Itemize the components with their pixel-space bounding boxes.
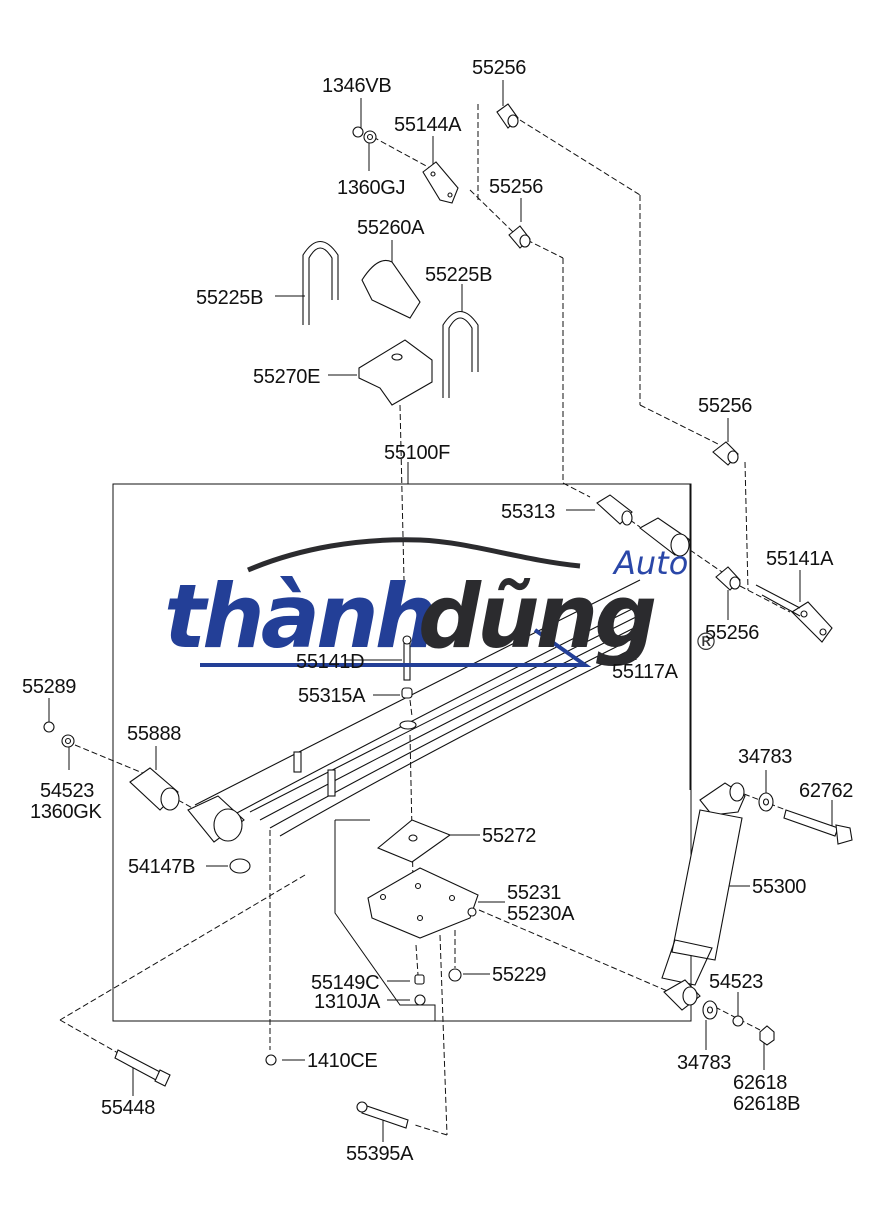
- callout-55117a: 55117A: [612, 661, 678, 683]
- callout-55272: 55272: [482, 825, 537, 847]
- callout-34783-top: 34783: [738, 746, 793, 768]
- callout-55231: 55231: [507, 882, 562, 904]
- callout-55888: 55888: [127, 723, 182, 745]
- callout-54523-left: 54523: [40, 780, 95, 802]
- callout-55144a: 55144A: [394, 114, 462, 136]
- callout-54523-right: 54523: [709, 971, 764, 993]
- callout-1346vb: 1346VB: [322, 75, 392, 97]
- callout-62618: 62618: [733, 1072, 788, 1094]
- callout-55225b-right: 55225B: [425, 264, 493, 286]
- callout-54147b: 54147B: [128, 856, 196, 878]
- callout-55315a: 55315A: [298, 685, 366, 707]
- callout-55229: 55229: [492, 964, 547, 986]
- callout-62618b: 62618B: [733, 1093, 801, 1115]
- callout-55149c: 55149C: [311, 972, 380, 994]
- callout-55100f: 55100F: [384, 442, 451, 464]
- callout-1360gj: 1360GJ: [337, 177, 406, 199]
- callout-55289: 55289: [22, 676, 77, 698]
- callout-55395a: 55395A: [346, 1143, 414, 1165]
- callout-1310ja: 1310JA: [314, 991, 381, 1013]
- callout-1360gk: 1360GK: [30, 801, 102, 823]
- logo-brand-thanh: thành: [164, 565, 437, 668]
- callout-55448: 55448: [101, 1097, 156, 1119]
- callout-55256-lower: 55256: [705, 622, 760, 644]
- callout-55141a: 55141A: [766, 548, 834, 570]
- callout-55260a: 55260A: [357, 217, 425, 239]
- callout-55141d: 55141D: [296, 651, 365, 673]
- logo-brand-dung: dũng: [418, 565, 657, 668]
- assembly-frame: [112, 483, 692, 1022]
- logo-auto: Auto: [614, 544, 689, 582]
- callout-55230a: 55230A: [507, 903, 575, 925]
- callout-55256-second: 55256: [489, 176, 544, 198]
- callout-55256-right: 55256: [698, 395, 753, 417]
- callout-55300: 55300: [752, 876, 807, 898]
- callout-1410ce: 1410CE: [307, 1050, 378, 1072]
- callout-34783-bottom: 34783: [677, 1052, 732, 1074]
- callout-62762: 62762: [799, 780, 854, 802]
- callout-55313: 55313: [501, 501, 556, 523]
- callout-55225b-left: 55225B: [196, 287, 264, 309]
- callout-55256-top: 55256: [472, 57, 527, 79]
- callout-55270e: 55270E: [253, 366, 321, 388]
- logo-registered-mark: ®: [694, 628, 718, 656]
